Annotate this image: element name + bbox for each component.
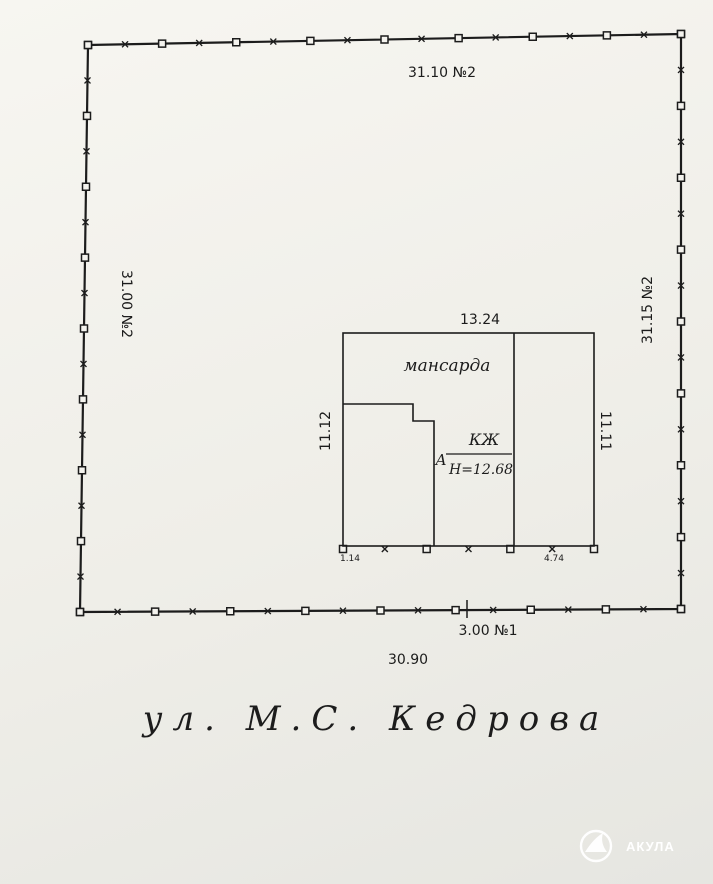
- building-bottom-left-label: 1.14: [340, 554, 360, 564]
- boundary-point-cross: [195, 39, 203, 47]
- boundary-point-square: [602, 31, 612, 40]
- boundary-point-cross: [269, 38, 277, 46]
- boundary-point-cross: [677, 210, 685, 218]
- boundary-point-cross: [80, 360, 87, 368]
- boundary-point-cross: [489, 606, 497, 614]
- boundary-point-square: [376, 606, 385, 615]
- boundary-markers: [75, 29, 686, 617]
- boundary-point-square: [676, 173, 686, 182]
- boundary-point-cross: [84, 76, 91, 84]
- boundary-point-cross: [677, 569, 685, 577]
- boundary-point-cross: [677, 425, 685, 433]
- boundary-point-cross: [83, 147, 90, 155]
- watermark-logo: АКУЛА: [579, 829, 675, 863]
- boundary-point-square: [451, 605, 460, 615]
- boundary-point-square: [676, 389, 686, 398]
- boundary-point-square: [79, 324, 89, 333]
- boundary-point-square: [82, 111, 92, 121]
- boundary-point-cross: [82, 218, 89, 226]
- plot-bottom-segment-label: 3.00 №1: [458, 623, 517, 639]
- boundary-point-cross: [77, 573, 84, 581]
- boundary-point-cross: [492, 33, 500, 41]
- shark-fin-shape: [585, 833, 607, 852]
- boundary-point-square: [526, 605, 535, 614]
- boundary-point-square: [77, 466, 87, 475]
- boundary-point-square: [83, 40, 93, 50]
- boundary-point-square: [601, 605, 611, 614]
- plot-top-label: 31.10 №2: [408, 65, 476, 81]
- boundary-point-square: [301, 606, 310, 616]
- boundary-point-cross: [339, 607, 347, 615]
- building-outline: [342, 332, 595, 547]
- boundary-point-cross: [381, 545, 389, 553]
- boundary-point-square: [676, 604, 686, 614]
- boundary-point-cross: [189, 607, 197, 615]
- boundary-point-cross: [677, 497, 685, 505]
- boundary-point-cross: [677, 353, 685, 361]
- boundary-point-cross: [677, 66, 685, 74]
- watermark-brand: АКУЛА: [626, 839, 675, 854]
- building-width-label: 13.24: [460, 312, 500, 328]
- boundary-point-square: [676, 461, 686, 470]
- boundary-point-cross: [81, 289, 88, 297]
- boundary-point-cross: [465, 545, 472, 553]
- boundary-point-square: [78, 395, 88, 404]
- boundary-point-square: [380, 35, 389, 44]
- boundary-point-square: [150, 607, 160, 616]
- boundary-point-square: [454, 33, 463, 43]
- building-annex-outline: [343, 403, 435, 546]
- boundary-point-square: [306, 36, 315, 46]
- boundary-point-cross: [564, 606, 572, 614]
- boundary-point-square: [232, 38, 241, 47]
- boundary-point-square: [80, 253, 90, 262]
- boundary-point-cross: [548, 545, 556, 553]
- boundary-point-cross: [79, 431, 86, 439]
- building-marker-letter: А: [434, 451, 446, 469]
- boundary-point-square: [676, 245, 686, 254]
- boundary-point-cross: [114, 608, 122, 616]
- plot-boundary: [78, 32, 683, 614]
- boundary-point-cross: [677, 282, 685, 290]
- building-bottom-right-label: 4.74: [544, 554, 564, 564]
- plot-bottom-label: 30.90: [388, 652, 428, 668]
- boundary-point-square: [676, 317, 686, 326]
- shark-fin-icon: [579, 829, 613, 863]
- building-right-height-label: 11.11: [597, 411, 613, 451]
- boundary-point-square: [676, 29, 686, 39]
- plot-right-label: 31.15 №2: [640, 276, 656, 344]
- street-label: ул. М.С. Кедрова: [141, 699, 610, 739]
- boundary-point-square: [75, 607, 85, 617]
- boundary-point-cross: [414, 606, 422, 614]
- plot-left-label: 31.00 №2: [118, 270, 134, 338]
- boundary-point-square: [676, 532, 686, 542]
- boundary-point-square: [157, 39, 167, 48]
- building-type-label: КЖ: [468, 430, 500, 449]
- boundary-point-cross: [121, 40, 129, 48]
- boundary-point-square: [528, 32, 537, 41]
- boundary-point-cross: [264, 607, 272, 615]
- boundary-point-cross: [418, 35, 426, 43]
- boundary-point-square: [676, 101, 686, 111]
- boundary-point-square: [76, 536, 86, 546]
- boundary-point-square: [81, 182, 91, 191]
- boundary-point-cross: [639, 605, 647, 613]
- boundary-point-cross: [78, 502, 85, 510]
- attic-label: мансарда: [404, 356, 491, 376]
- building-left-height-label: 11.12: [318, 411, 334, 451]
- boundary-point-cross: [566, 32, 574, 40]
- boundary-point-cross: [343, 36, 351, 44]
- building-height-label: H=12.68: [448, 462, 513, 478]
- boundary-point-cross: [640, 31, 648, 39]
- boundary-point-square: [226, 607, 235, 616]
- boundary-point-cross: [677, 138, 685, 146]
